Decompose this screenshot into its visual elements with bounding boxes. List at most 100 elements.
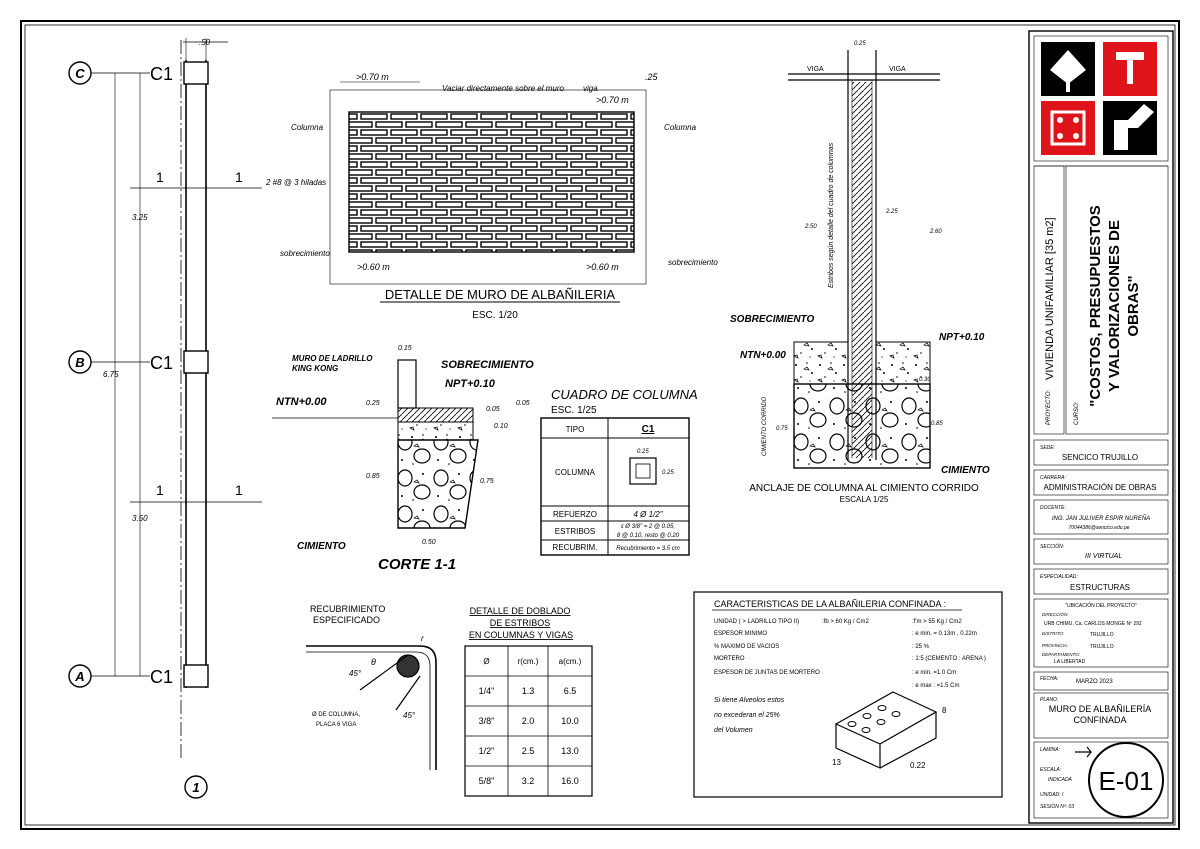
ct-v-estribos2: 8 @ 0.10, resto @ 0.20 [617, 533, 680, 539]
bend-table-cell: 16.0 [561, 776, 579, 786]
dim-top: .50 [199, 38, 211, 47]
outer-border [20, 20, 1180, 830]
masonry-box: CARACTERISTICAS DE LA ALBAÑILERIA CONFIN… [693, 591, 1003, 798]
bar-section [396, 654, 420, 678]
tb-sede-label: SEDE: [1040, 445, 1056, 451]
an-dtop: 0.25 [854, 41, 866, 47]
ct-v-recubrim: Recubrimiento = 3.5 cm [616, 546, 680, 552]
sec-010: 0.10 [494, 423, 508, 430]
bend-table-cell: 6.5 [564, 686, 577, 696]
bend-table-cell: 2.0 [522, 716, 535, 726]
masonry-rows: UNIDAD ( > LADRILLO TIPO II):fb > 60 Kg … [714, 619, 986, 689]
bend-table-cell: 1/4" [479, 686, 495, 696]
sec-sobre: SOBRECIMIENTO [441, 359, 534, 371]
ct-h-tipo: TIPO [566, 425, 585, 434]
tb-plano2: CONFINADA [1073, 715, 1126, 725]
bd-ang1: 45° [349, 669, 362, 678]
tb-unidad: UNIDAD: I [1040, 792, 1064, 798]
tb-carrera: ADMINISTRACIÓN DE OBRAS [1044, 483, 1157, 492]
wall-rebar-note: 2 #8 @ 3 hiladas [265, 178, 326, 187]
sheet-bubble [1088, 742, 1164, 818]
section-1-1: MURO DE LADRILLO KING KONG 0.15 SOBRECIM… [272, 345, 534, 573]
bd-r: r [421, 634, 424, 643]
bend-table-cell: 1/2" [479, 746, 495, 756]
ct-v-estribos1: ɛ Ø 3/8" = 2 @ 0.05, [621, 524, 675, 530]
column-tag-c: C1 [150, 64, 173, 84]
an-estribos: Estribos según detalle del cuadro de col… [828, 142, 835, 288]
tb-departamento-label: DEPARTAMENTO: [1042, 652, 1081, 657]
sec-005b: 0.05 [516, 400, 530, 407]
title-block: PROYECTO: VIVIENDA UNIFAMILIAR [35 m2] C… [1028, 30, 1174, 824]
axis-label-b: B [75, 355, 84, 370]
wall-dim-25: .25 [645, 72, 659, 82]
an-085: 0.85 [931, 421, 943, 427]
an-250: 2.50 [804, 224, 817, 230]
tb-escala-label: ESCALA: [1040, 767, 1062, 773]
sec-075: 0.75 [480, 478, 494, 485]
masonry-row-value: : e max : =1.5 Cm [912, 683, 960, 689]
an-viga2: VIGA [889, 66, 906, 73]
wall-sobre-left: sobrecimiento [280, 249, 330, 258]
tb-plano-label: PLANO: [1040, 697, 1059, 703]
tb-provincia: TRUJILLO [1090, 644, 1114, 650]
masonry-row-label: ESPESOR DE JUNTAS DE MORTERO [714, 670, 820, 676]
ct-v-refuerzo: 4 Ø 1/2" [633, 510, 663, 519]
tb-carrera-label: CARRERA: [1040, 475, 1066, 481]
bend-table-header: Ø [483, 657, 489, 666]
tb-seccion: III VIRTUAL [1085, 553, 1122, 560]
tb-lamina-label: LAMINA: [1040, 747, 1061, 753]
bd-tt2: DE ESTRIBOS [490, 618, 551, 628]
ms-title: CARACTERISTICAS DE LA ALBAÑILERIA CONFIN… [714, 599, 946, 609]
dim-lower: 3.50 [132, 514, 148, 523]
bd-diam2: PLACA 6 VIGA [316, 722, 356, 728]
bd-recub2: ESPECIFICADO [313, 615, 380, 625]
anchor-detail: VIGA VIGA 0.25 Estribos según detalle de… [730, 41, 990, 504]
logo-column [1041, 101, 1095, 155]
ms-note3: del Volumen [714, 727, 753, 734]
sec-king: KING KONG [292, 364, 338, 373]
ct-dim-a: 0.25 [637, 449, 649, 455]
tb-docente-label: DOCENTE: [1040, 505, 1066, 511]
masonry-row-mid: :fb > 60 Kg / Cm2 [822, 619, 870, 625]
tb-curso1: "COSTOS, PRESUPUESTOS [1087, 205, 1104, 407]
bend-table-cell: 10.0 [561, 716, 579, 726]
ct-h-c1: C1 [642, 424, 655, 435]
ct-r-columna: COLUMNA [555, 468, 596, 477]
bend-table-cell: 2.5 [522, 746, 535, 756]
masonry-row-value: :f'm > 55 Kg / Cm2 [912, 619, 962, 625]
tb-docente-mail: 70044386@sencico.edu.pe [1069, 525, 1130, 531]
column-c [183, 61, 209, 85]
tb-especialidad-label: ESPECIALIDAD: [1040, 574, 1078, 580]
bend-table-cell: 3/8" [479, 716, 495, 726]
an-260: 2.60 [929, 229, 942, 235]
bd-ang2: 45° [403, 711, 416, 720]
sec-050: 0.50 [422, 539, 436, 546]
wall-dim-left: >0.70 m [356, 72, 389, 82]
sec-muro: MURO DE LADRILLO [292, 354, 373, 363]
masonry-row-value: : 25 % [912, 644, 930, 650]
ms-note2: no excederan el 25% [714, 712, 780, 719]
tb-plano1: MURO DE ALBAÑILERÍA [1049, 704, 1152, 714]
an-sobre: SOBRECIMIENTO [730, 314, 814, 325]
masonry-row-label: ESPESOR MINIMO [714, 631, 767, 637]
ms-dim-l: 0.22 [910, 761, 926, 770]
dim-total: 6.75 [103, 370, 119, 379]
wall-dim-right: >0.70 m [596, 95, 629, 105]
masonry-row-value: : e min. = 0.13m , 0.22m [912, 631, 977, 637]
section-mark: 1 [156, 482, 164, 498]
tb-distrito: TRUJILLO [1090, 632, 1114, 638]
an-cimiento: CIMIENTO [941, 465, 990, 476]
inner-border [24, 24, 1176, 826]
wall-detail: >0.70 m Vaciar directamente sobre el mur… [265, 72, 718, 321]
ms-dim-h: 8 [942, 706, 947, 715]
axis-bubble-1 [184, 775, 208, 799]
ct-title: CUADRO DE COLUMNA [551, 387, 698, 402]
section-mark: 1 [235, 482, 243, 498]
column-a [183, 664, 209, 688]
tb-ubicacion: "UBICACIÓN DEL PROYECTO" [1065, 602, 1137, 609]
tb-direccion-label: DIRECCIÓN: [1042, 611, 1069, 617]
bend-table-cell: 13.0 [561, 746, 579, 756]
tb-provincia-label: PROVINCIA: [1042, 643, 1069, 648]
